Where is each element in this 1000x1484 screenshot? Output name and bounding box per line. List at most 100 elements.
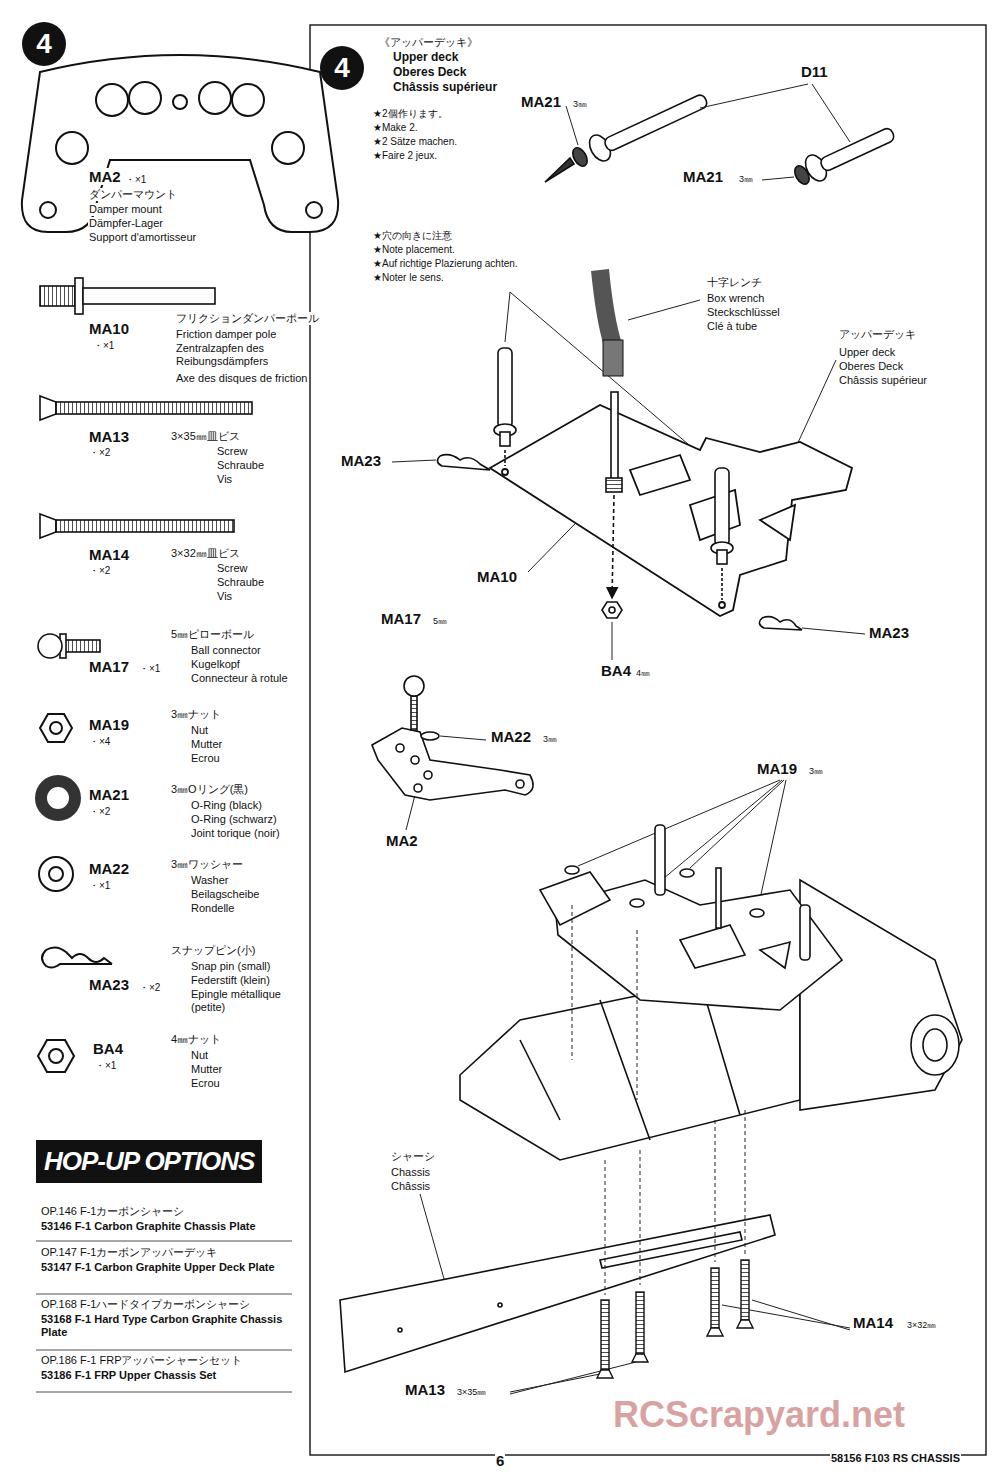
part-label: Connecteur à rotule <box>190 672 289 685</box>
part-code: MA17 <box>380 610 422 627</box>
part-label: ★Noter le sens. <box>372 272 445 284</box>
part-label: Ecrou <box>190 752 221 765</box>
banner-text: HOP-UP OPTIONS <box>44 1146 254 1176</box>
part-label: Clé à tube <box>706 320 758 333</box>
part-label: Epingle métallique (petite) <box>190 988 304 1013</box>
step-label: 4 <box>36 28 52 60</box>
part-code: MA14 <box>852 1314 894 1331</box>
part-label: スナップピン(小) <box>170 944 256 957</box>
part-label: ★穴の向きに注意 <box>372 230 453 242</box>
damper-pole <box>40 278 215 314</box>
part-label: ★2個作ります。 <box>372 108 449 120</box>
part-code: MA14 <box>88 546 130 563</box>
part-label: 3㎜ <box>542 734 558 744</box>
washer <box>39 857 73 891</box>
part-code: Châssis supérieur <box>392 81 498 95</box>
o-ring <box>41 781 75 815</box>
part-label: Federstift (klein) <box>190 974 271 987</box>
part-label: Damper mount <box>88 203 163 216</box>
part-label: Beilagscheibe <box>190 888 261 901</box>
part-label: O-Ring (schwarz) <box>190 813 278 826</box>
part-code: MA21 <box>682 168 724 185</box>
step-number: 4 <box>22 22 66 66</box>
part-label: 十字レンチ <box>706 276 763 289</box>
snap-pins <box>437 455 802 630</box>
part-label: ・×4 <box>88 736 111 748</box>
part-label: Schraube <box>216 576 265 589</box>
dashed-guides <box>572 905 745 1295</box>
part-label: Nut <box>190 1049 209 1062</box>
part-label: ★Auf richtige Plazierung achten. <box>372 258 519 270</box>
part-code: Upper deck <box>392 51 459 65</box>
part-label: OP.186 F-1 FRPアッパーシャーシセット <box>40 1354 244 1367</box>
part-label: 3×35㎜皿ビス <box>170 430 241 443</box>
part-label: 3㎜ <box>808 766 824 776</box>
part-code: MA13 <box>88 428 130 445</box>
part-code: MA10 <box>476 568 518 585</box>
part-label: Schraube <box>216 459 265 472</box>
part-code: 53147 F-1 Carbon Graphite Upper Deck Pla… <box>40 1261 282 1274</box>
part-code: MA17 <box>88 658 130 675</box>
part-code: MA21 <box>88 786 130 803</box>
part-code: MA23 <box>88 976 130 993</box>
part-label: OP.168 F-1ハードタイプカーボンシャーシ <box>40 1298 251 1311</box>
part-label: Zentralzapfen des Reibungsdämpfers <box>175 342 297 367</box>
part-label: Screw <box>216 562 249 575</box>
part-label: 4㎜ナット <box>170 1033 222 1046</box>
section-banner: HOP-UP OPTIONS <box>36 1140 262 1183</box>
part-label: 3×35㎜ <box>456 1387 487 1397</box>
part-label: Box wrench <box>706 292 765 305</box>
chassis-screws <box>597 1260 753 1378</box>
part-label: ★Note placement. <box>372 244 456 256</box>
part-label: Ecrou <box>190 1077 221 1090</box>
part-label: Vis <box>216 590 233 603</box>
part-code: 6 <box>495 1452 505 1469</box>
part-label: Châssis supérieur <box>838 374 928 387</box>
assembled-deck <box>540 825 842 1010</box>
part-code: BA4 <box>92 1040 124 1057</box>
part-code: 53146 F-1 Carbon Graphite Chassis Plate <box>40 1220 297 1233</box>
part-code: MA21 <box>520 93 562 110</box>
part-code: 53168 F-1 Hard Type Carbon Graphite Chas… <box>40 1313 292 1338</box>
ball-connector <box>38 634 100 658</box>
part-label: Dämpfer-Lager <box>88 217 164 230</box>
part-label: Mutter <box>190 738 223 751</box>
part-label: 5㎜ピローボール <box>170 628 255 641</box>
part-label: ・×1 <box>94 1060 117 1072</box>
part-label: O-Ring (black) <box>190 799 263 812</box>
part-code: 53186 F-1 FRP Upper Chassis Set <box>40 1369 297 1382</box>
damper-mount <box>22 55 338 232</box>
part-label: Joint torique (noir) <box>190 827 281 840</box>
part-label: ダンパーマウント <box>88 188 178 201</box>
posts-and-pole <box>494 348 733 618</box>
part-label: Snap pin (small) <box>190 960 271 973</box>
upper-deck <box>490 405 852 616</box>
part-label: Support d'amortisseur <box>88 231 197 244</box>
part-label: Kugelkopf <box>190 658 241 671</box>
part-code: MA19 <box>88 716 130 733</box>
part-label: 3㎜ワッシャー <box>170 858 244 871</box>
part-code: MA22 <box>490 728 532 745</box>
part-label: Châssis <box>390 1180 431 1193</box>
part-code: MA23 <box>340 452 382 469</box>
part-code: MA10 <box>88 320 130 337</box>
leader-lines <box>392 84 865 1394</box>
chassis-frame <box>460 880 962 1160</box>
part-code: MA2 <box>88 168 122 185</box>
part-label: ★Faire 2 jeux. <box>372 150 438 162</box>
part-label: アッパーデッキ <box>838 328 917 341</box>
part-label: ・×2 <box>88 565 111 577</box>
step-label: 4 <box>334 52 350 84</box>
screw-32 <box>40 514 234 538</box>
part-code: MA19 <box>756 760 798 777</box>
part-label: ・×1 <box>88 880 111 892</box>
part-label: Upper deck <box>838 346 896 359</box>
part-code: MA13 <box>404 1381 446 1398</box>
part-label: ・×1 <box>138 663 161 675</box>
part-label: Washer <box>190 874 230 887</box>
part-label: Nut <box>190 724 209 737</box>
part-label: ・×2 <box>138 982 161 994</box>
part-label: 3×32㎜ <box>906 1320 937 1330</box>
box-wrench <box>600 270 623 376</box>
